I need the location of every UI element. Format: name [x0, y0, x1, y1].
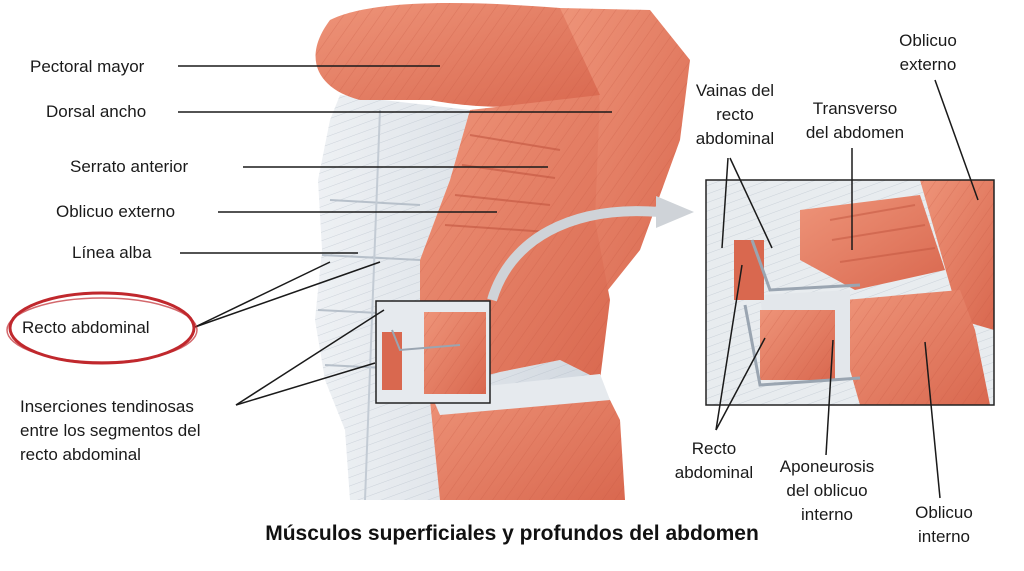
label-transverso-line1: Transverso — [812, 99, 898, 118]
label-recto-abdominal: Recto abdominal — [22, 318, 150, 337]
label-inserciones-line3: recto abdominal — [20, 445, 141, 464]
label-vainas-line2: recto — [716, 105, 754, 124]
leader-lines-inset — [715, 79, 979, 499]
label-inserciones-line1: Inserciones tendinosas — [20, 397, 194, 416]
label-vainas-line1: Vainas del — [695, 81, 775, 100]
label-oblicuo-interno-line2: interno — [918, 527, 970, 546]
label-linea-alba: Línea alba — [72, 243, 152, 262]
label-aponeurosis-line2: del oblicuo — [786, 481, 868, 500]
inset-panel — [706, 180, 994, 405]
highlight-circle — [8, 291, 196, 365]
label-inset-recto-line2: abdominal — [674, 463, 754, 482]
label-inserciones-line2: entre los segmentos del — [20, 421, 201, 440]
label-oblicuo-externo: Oblicuo externo — [56, 202, 176, 221]
label-transverso-line2: del abdomen — [805, 123, 905, 142]
label-dorsal-ancho: Dorsal ancho — [46, 102, 147, 121]
figure-caption: Músculos superficiales y profundos del a… — [265, 522, 759, 545]
label-vainas-line3: abdominal — [695, 129, 775, 148]
label-oblicuo-interno-line1: Oblicuo — [915, 503, 973, 522]
label-aponeurosis-line3: interno — [801, 505, 853, 524]
label-inset-recto-line1: Recto — [691, 439, 737, 458]
leader-lines-left — [178, 65, 612, 406]
torso — [315, 3, 690, 501]
label-pectoral-mayor: Pectoral mayor — [30, 57, 145, 76]
label-inset-oblicuo-externo-line2: externo — [899, 55, 957, 74]
label-aponeurosis-line1: Aponeurosis — [779, 457, 875, 476]
zoom-arrow — [487, 206, 661, 302]
label-serrato-anterior: Serrato anterior — [70, 157, 189, 176]
label-inset-oblicuo-externo-line1: Oblicuo — [899, 31, 957, 50]
